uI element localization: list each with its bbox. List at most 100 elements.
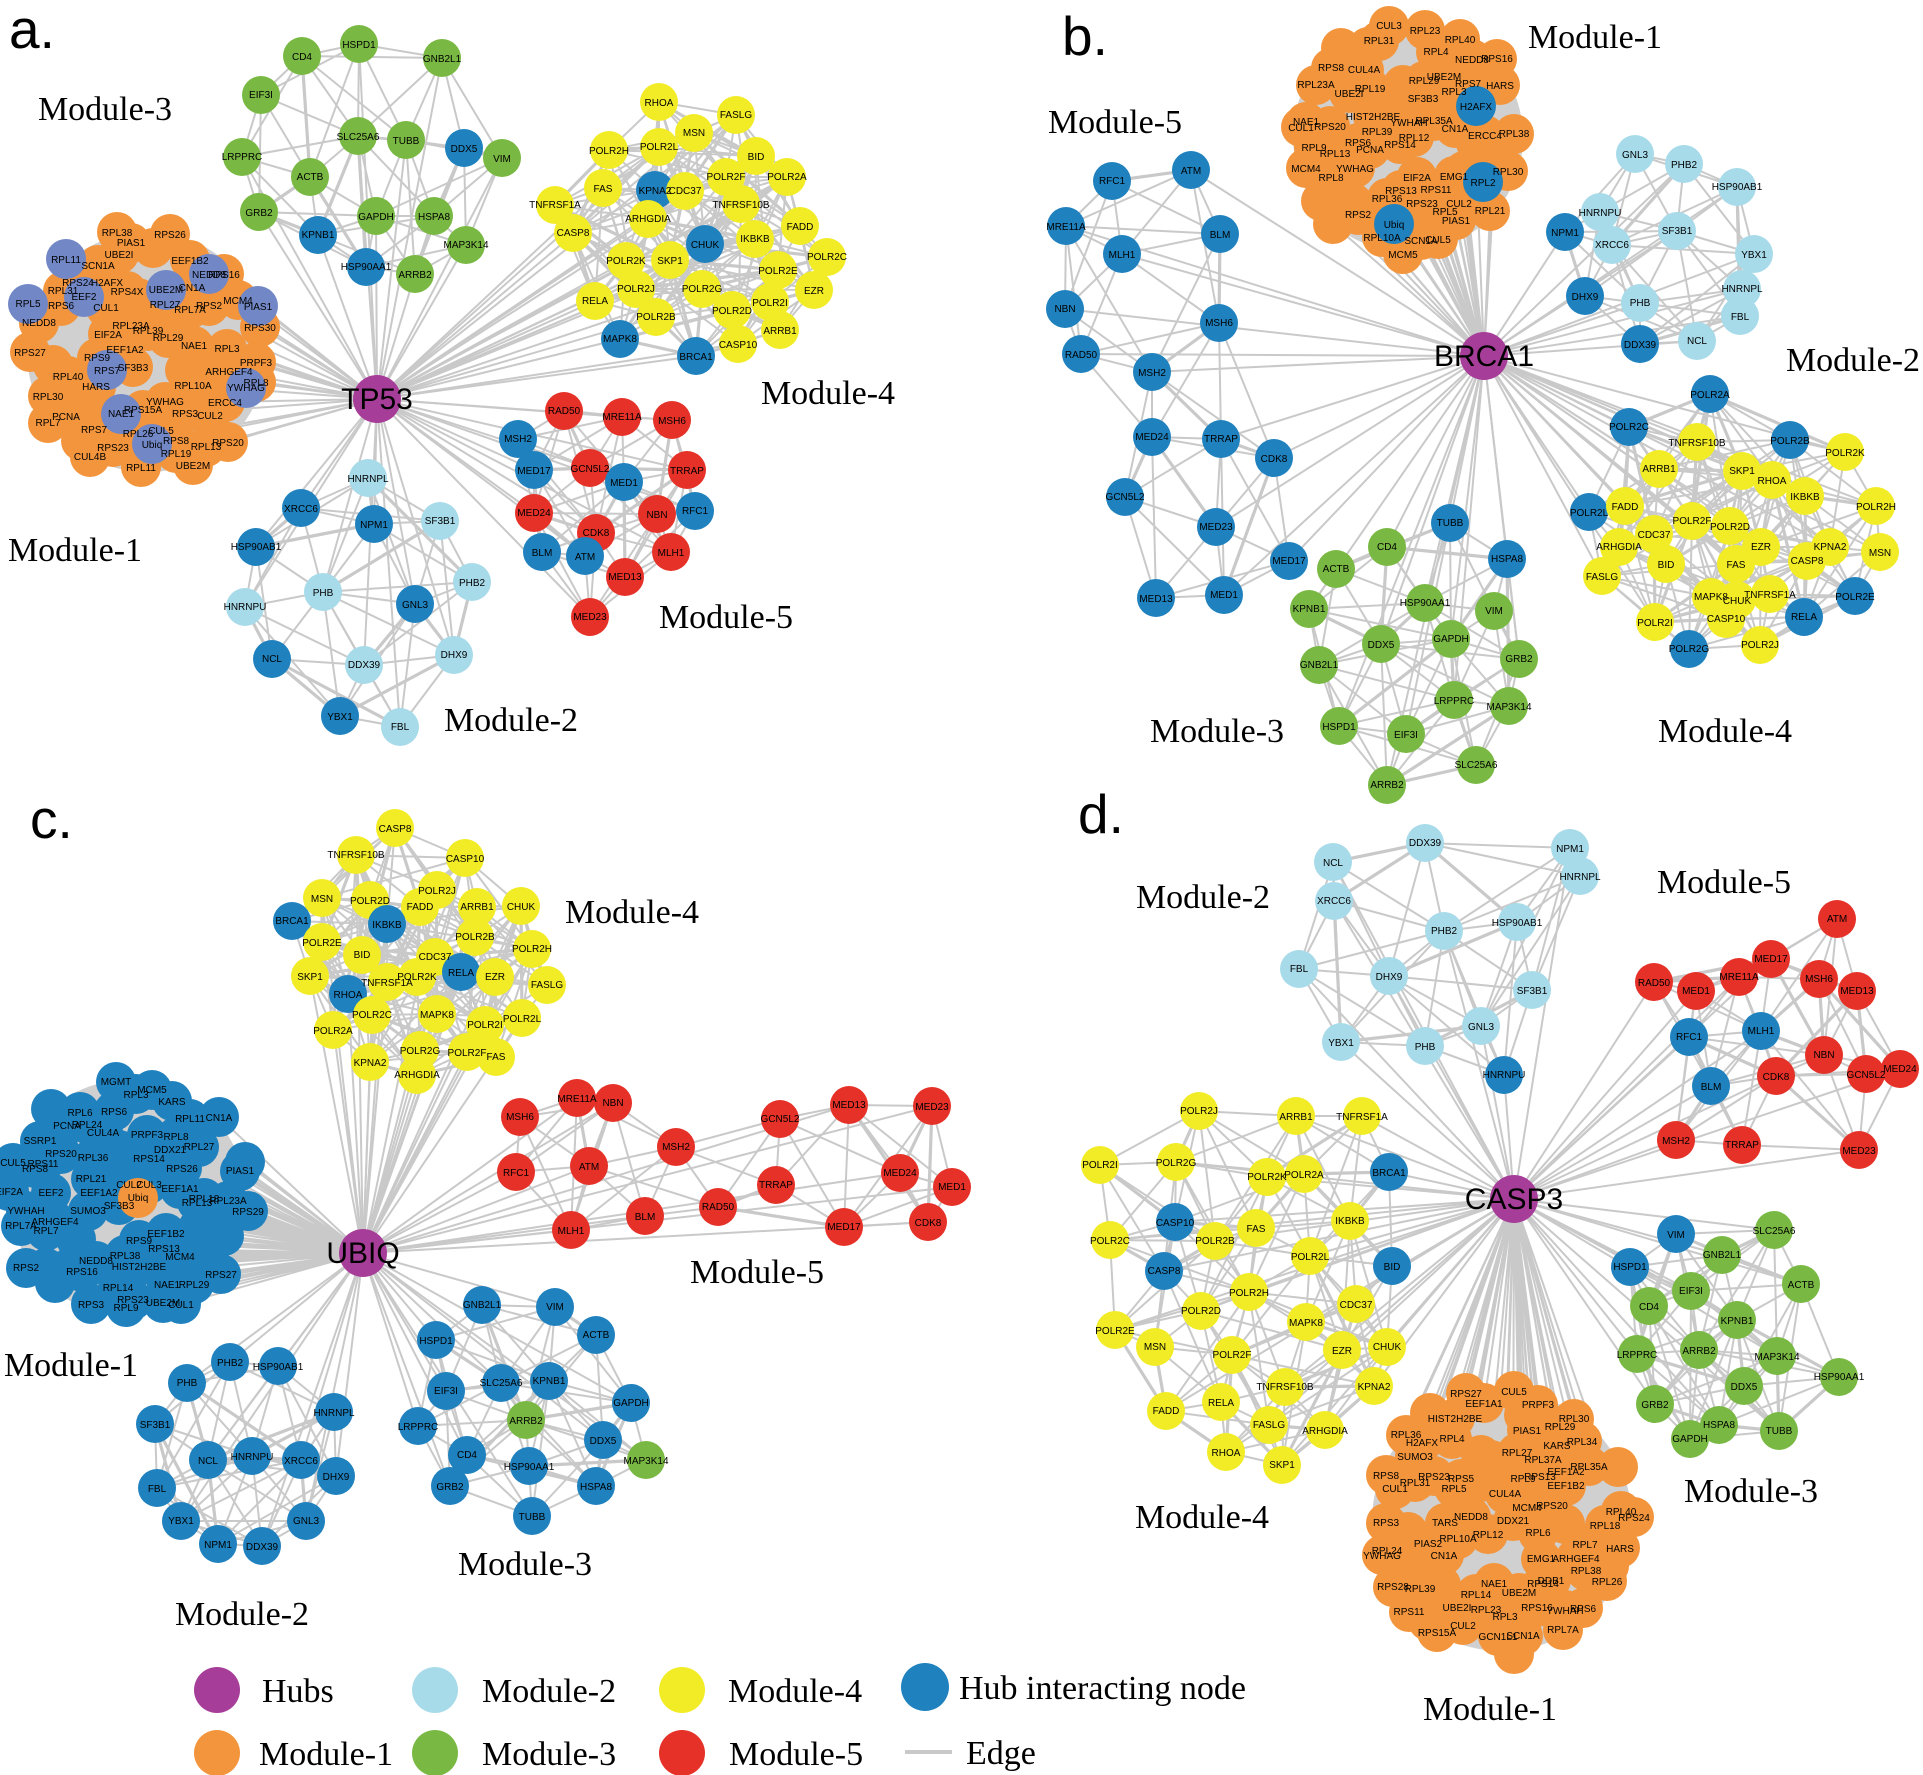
svg-text:Module-4: Module-4	[565, 894, 699, 931]
svg-text:ACTB: ACTB	[297, 172, 324, 183]
svg-text:NPM1: NPM1	[360, 520, 388, 531]
svg-text:RPS7: RPS7	[81, 425, 108, 436]
svg-text:PHB2: PHB2	[1431, 926, 1458, 937]
svg-text:MRE11A: MRE11A	[602, 412, 642, 423]
svg-text:RPL2: RPL2	[1470, 178, 1495, 189]
svg-text:RPL18: RPL18	[189, 1194, 220, 1205]
svg-text:YBX1: YBX1	[168, 1516, 194, 1527]
svg-text:MAPK8: MAPK8	[420, 1010, 454, 1021]
svg-text:SCN1A: SCN1A	[1506, 1631, 1540, 1642]
svg-text:MED1: MED1	[938, 1182, 966, 1193]
svg-text:FBL: FBL	[1731, 312, 1750, 323]
svg-text:ARHGEF4: ARHGEF4	[31, 1217, 79, 1228]
svg-text:MGMT: MGMT	[101, 1077, 132, 1088]
svg-text:RPL37A: RPL37A	[1524, 1455, 1562, 1466]
svg-text:POLR2B: POLR2B	[1770, 436, 1810, 447]
svg-text:Module-5: Module-5	[729, 1736, 863, 1773]
svg-text:CASP8: CASP8	[557, 228, 590, 239]
svg-text:CDK8: CDK8	[583, 528, 610, 539]
svg-text:Module-1: Module-1	[4, 1347, 138, 1384]
svg-text:RFC1: RFC1	[682, 506, 709, 517]
svg-text:MED24: MED24	[1883, 1064, 1917, 1075]
svg-text:CUL1: CUL1	[1382, 1484, 1408, 1495]
svg-text:FAS: FAS	[1247, 1224, 1266, 1235]
svg-text:POLR2I: POLR2I	[467, 1020, 503, 1031]
svg-text:KPNA2: KPNA2	[1814, 542, 1847, 553]
svg-text:Module-1: Module-1	[1423, 1691, 1557, 1728]
svg-text:NBN: NBN	[1054, 304, 1075, 315]
svg-text:TUBB: TUBB	[519, 1512, 546, 1523]
svg-text:RPS20: RPS20	[1314, 122, 1346, 133]
svg-text:NCL: NCL	[1687, 336, 1707, 347]
svg-text:EEF1A2: EEF1A2	[106, 345, 144, 356]
svg-text:UBE2M: UBE2M	[1427, 72, 1461, 83]
svg-text:UBIQ: UBIQ	[326, 1237, 399, 1270]
svg-text:MED17: MED17	[1272, 556, 1306, 567]
svg-text:ERCC4: ERCC4	[1468, 131, 1502, 142]
svg-text:DDX39: DDX39	[1624, 340, 1657, 351]
svg-text:Module-4: Module-4	[728, 1673, 862, 1710]
svg-text:RPL35A: RPL35A	[1570, 1462, 1608, 1473]
svg-text:ARRB2: ARRB2	[398, 270, 432, 281]
svg-text:RPL29: RPL29	[179, 1280, 210, 1291]
svg-text:RPS20: RPS20	[1536, 1501, 1568, 1512]
svg-text:GAPDH: GAPDH	[1433, 634, 1469, 645]
svg-text:ATM: ATM	[575, 552, 595, 563]
svg-text:FAS: FAS	[594, 184, 613, 195]
svg-text:MSH2: MSH2	[662, 1142, 690, 1153]
svg-text:POLR2B: POLR2B	[1195, 1236, 1235, 1247]
svg-text:RPS11: RPS11	[1421, 185, 1452, 196]
svg-text:POLR2G: POLR2G	[682, 284, 723, 295]
svg-text:POLR2B: POLR2B	[455, 932, 495, 943]
svg-text:KARS: KARS	[1543, 1441, 1571, 1452]
svg-text:CHUK: CHUK	[1723, 596, 1752, 607]
svg-text:SUMO3: SUMO3	[70, 1206, 106, 1217]
svg-text:PHB: PHB	[177, 1378, 198, 1389]
svg-text:RPL7: RPL7	[33, 1226, 58, 1237]
svg-text:MAP3K14: MAP3K14	[1486, 702, 1531, 713]
svg-text:VIM: VIM	[493, 154, 511, 165]
svg-text:RPS27: RPS27	[205, 1270, 237, 1281]
svg-text:RPL14: RPL14	[1461, 1590, 1492, 1601]
svg-text:RPS4X: RPS4X	[111, 287, 144, 298]
svg-text:RPS26: RPS26	[166, 1164, 198, 1175]
svg-text:Module-4: Module-4	[761, 375, 895, 412]
svg-text:FAS: FAS	[487, 1052, 506, 1063]
svg-text:RHOA: RHOA	[1758, 476, 1787, 487]
svg-text:KPNA2: KPNA2	[1358, 1382, 1391, 1393]
svg-text:EEF1A1: EEF1A1	[161, 1184, 199, 1195]
svg-text:DDX21: DDX21	[1497, 1516, 1530, 1527]
svg-text:RPL9: RPL9	[113, 1303, 138, 1314]
svg-text:PRPF3: PRPF3	[240, 358, 273, 369]
svg-text:EZR: EZR	[1751, 542, 1771, 553]
svg-text:RPL23A: RPL23A	[1297, 80, 1335, 91]
svg-text:MED24: MED24	[883, 1168, 917, 1179]
svg-text:PHB: PHB	[1630, 298, 1651, 309]
svg-text:EIF3I: EIF3I	[1679, 1286, 1703, 1297]
svg-text:RPL7A: RPL7A	[5, 1221, 37, 1232]
svg-text:CUL2: CUL2	[197, 411, 223, 422]
svg-text:RPL3: RPL3	[123, 1090, 148, 1101]
svg-text:YWHAH: YWHAH	[1546, 1606, 1583, 1617]
svg-text:POLR2E: POLR2E	[758, 266, 798, 277]
svg-text:XRCC6: XRCC6	[284, 504, 318, 515]
svg-text:EEF1A1: EEF1A1	[1465, 1399, 1503, 1410]
svg-text:RPL11: RPL11	[126, 463, 156, 474]
svg-text:Module-3: Module-3	[1150, 713, 1284, 750]
svg-text:GCN1L1: GCN1L1	[1479, 1632, 1518, 1643]
svg-text:RHOA: RHOA	[1212, 1448, 1241, 1459]
svg-text:MED23: MED23	[915, 1102, 949, 1113]
svg-text:POLR2C: POLR2C	[1609, 422, 1649, 433]
svg-text:NCL: NCL	[1323, 858, 1343, 869]
svg-text:NCL: NCL	[198, 1456, 218, 1467]
svg-text:RPS16: RPS16	[208, 270, 240, 281]
svg-text:GCN5L2: GCN5L2	[1106, 492, 1145, 503]
svg-text:DDX39: DDX39	[1409, 838, 1442, 849]
svg-text:DHX9: DHX9	[1572, 292, 1599, 303]
svg-text:RPL12: RPL12	[1399, 133, 1430, 144]
svg-text:Ubiq: Ubiq	[128, 1193, 149, 1204]
svg-text:KPNB1: KPNB1	[533, 1376, 566, 1387]
svg-text:ACTB: ACTB	[1788, 1280, 1815, 1291]
svg-text:RPS3: RPS3	[1373, 1518, 1400, 1529]
svg-text:ARRB2: ARRB2	[1682, 1346, 1716, 1357]
